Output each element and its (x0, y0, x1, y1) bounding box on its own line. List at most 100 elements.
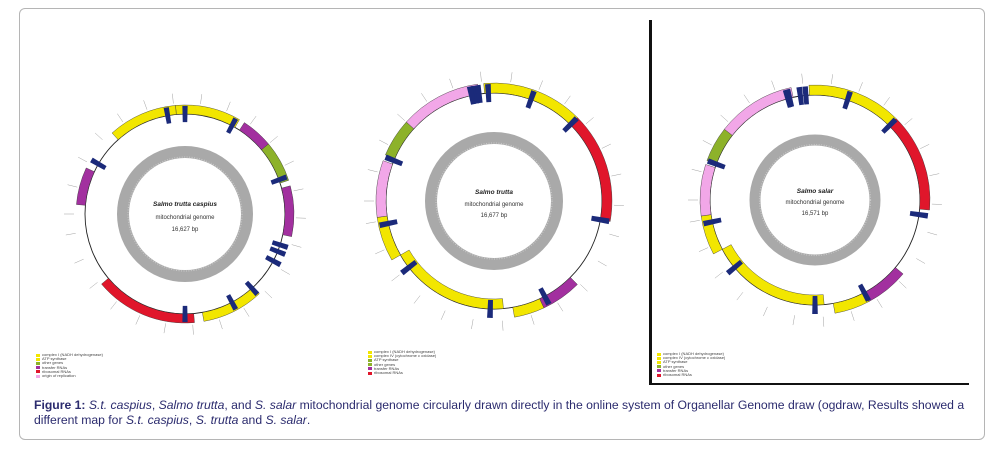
gene-label-leader (375, 249, 385, 255)
legend-swatch (368, 371, 372, 375)
gene-label-leader (831, 74, 833, 85)
gene-label-leader (580, 284, 588, 292)
gene-label-leader (471, 319, 474, 330)
legend-label: ribosomal RNAs (663, 372, 692, 378)
legend-item: ATP synthase (368, 358, 436, 362)
legend-item: other genes (368, 362, 436, 367)
gene-label-leader (611, 173, 622, 177)
gene-label-leader (367, 169, 378, 173)
caption-text-part: S. salar (254, 398, 297, 412)
gene-label-leader (597, 260, 607, 267)
caption-text-part: S.t. caspius (88, 398, 152, 412)
gc-content-ring (117, 146, 253, 282)
gene-label-leader (850, 311, 855, 321)
legend-swatch (657, 352, 661, 356)
legend-swatch (657, 373, 661, 377)
legend-swatch (368, 363, 372, 367)
trna-marker (802, 86, 809, 105)
gene-segment (76, 167, 95, 206)
gene-label-leader (226, 101, 231, 112)
legend-swatch (368, 354, 372, 358)
gc-content-ticks (435, 142, 553, 260)
gene-segment (375, 160, 393, 218)
legend-swatch (36, 374, 40, 378)
gc-content-ticks (758, 143, 872, 257)
legend-swatch (368, 350, 372, 354)
trna-marker (857, 283, 871, 302)
gene-label-leader (163, 323, 166, 334)
trna-marker (909, 211, 929, 219)
legend-swatch (36, 362, 40, 365)
gene-label-leader (502, 320, 504, 331)
gene-segment (175, 104, 240, 128)
legend-label: complex I (NADH dehydrogenase) (663, 351, 724, 356)
trna-marker (226, 117, 239, 134)
legend-item: ribosomal RNAs (36, 368, 103, 374)
legend-label: other genes (42, 360, 64, 366)
legend-3: complex I (NADH dehydrogenase)complex IV… (657, 351, 725, 378)
gene-label-leader (743, 94, 750, 104)
trna-marker (384, 154, 404, 167)
legend-swatch (657, 369, 661, 373)
legend-label: complex I (NADH dehydrogenase) (42, 352, 103, 357)
gene-segment (512, 298, 545, 318)
caption-text-part: . (306, 413, 311, 427)
legend-label: complex I (NADH dehydrogenase) (374, 349, 435, 354)
gene-label-leader (449, 78, 454, 89)
legend-item: complex I (NADH dehydrogenase) (36, 352, 103, 357)
legend-label: ribosomal RNAs (374, 370, 403, 376)
gene-label-leader (67, 184, 78, 188)
trna-marker (784, 88, 795, 108)
caption-text-part: S. salar (265, 413, 307, 427)
trna-marker (269, 246, 287, 257)
legend-item: ribosomal RNAs (368, 370, 436, 376)
gene-label-leader (927, 232, 938, 236)
map-subtitle: mitochondrial genome (155, 215, 215, 221)
trna-marker (400, 260, 418, 276)
map-title: Salmo trutta (475, 189, 513, 196)
gene-segment (706, 128, 733, 165)
gene-label-leader (89, 282, 98, 289)
trna-marker (725, 259, 743, 276)
gene-label-leader (714, 271, 723, 279)
caption-text-part: and (238, 413, 266, 427)
gene-label-leader (904, 118, 913, 125)
gene-label-leader (801, 73, 803, 84)
legend-label: transfer RNAs (374, 365, 400, 371)
gene-label-leader (736, 292, 744, 301)
map-title: Salmo trutta caspius (153, 201, 217, 208)
gene-segment (888, 118, 931, 211)
gene-label-leader (440, 310, 446, 320)
caption-text-part: Salmo trutta (158, 398, 225, 412)
gene-label-leader (291, 244, 302, 248)
panel-divider-horizontal (651, 383, 969, 385)
legend-swatch (368, 367, 372, 371)
gene-label-leader (698, 247, 709, 252)
legend-label: complex IV (cytochrome c oxidase) (374, 353, 437, 359)
gene-label-leader (609, 233, 620, 238)
trna-marker (474, 84, 483, 104)
caption-text-part: , and (224, 398, 255, 412)
legend-item: transfer RNAs (368, 365, 436, 371)
legend-label: other genes (663, 363, 685, 369)
gene-label-leader (379, 139, 389, 145)
legend-label: ribosomal RNAs (42, 368, 71, 374)
trna-marker (90, 157, 107, 171)
gene-label-leader (530, 315, 535, 325)
gene-label-leader (264, 290, 273, 299)
legend-swatch (657, 356, 661, 360)
gene-label-leader (763, 306, 768, 317)
legend-swatch (36, 370, 40, 374)
gene-segment (833, 292, 870, 314)
gene-label-leader (74, 258, 84, 264)
legend-item: transfer RNAs (36, 365, 103, 370)
trna-marker (591, 215, 610, 225)
trna-marker (487, 299, 493, 318)
gene-label-leader (117, 113, 124, 123)
gene-label-leader (538, 80, 543, 90)
gene-segment (722, 244, 825, 306)
figure-frame (19, 8, 985, 440)
gene-label-leader (365, 221, 376, 224)
figure-label: Figure 1: (34, 398, 86, 412)
